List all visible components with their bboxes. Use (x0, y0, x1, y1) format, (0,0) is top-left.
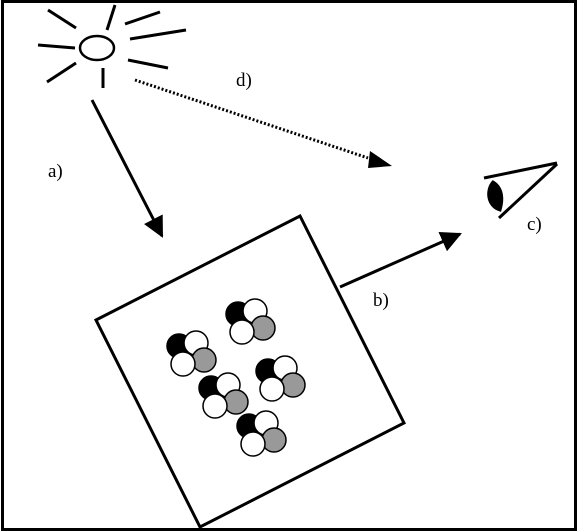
arrow-d (134, 78, 369, 160)
molecule-atom (250, 315, 276, 341)
molecule-atom (170, 351, 196, 377)
molecule-clusters (166, 298, 306, 457)
sun-icon (37, 4, 187, 88)
eye-icon (483, 161, 559, 220)
arrow-a (90, 99, 164, 238)
arrow-d-head (368, 151, 392, 168)
label-c: c) (527, 214, 542, 235)
label-d: d) (236, 70, 252, 91)
label-a: a) (48, 161, 63, 182)
molecule-atom (191, 347, 217, 373)
molecule-atom (259, 376, 285, 402)
molecule-atom (280, 372, 306, 398)
molecule-cluster (166, 330, 217, 377)
molecule-cluster (255, 355, 306, 402)
molecule-atom (223, 389, 249, 415)
molecule-atom (261, 427, 287, 453)
molecule-atom (229, 319, 255, 345)
molecule-cluster (198, 372, 249, 419)
molecule-atom (202, 393, 228, 419)
molecule-cluster (236, 410, 287, 457)
sample-sheet (93, 213, 407, 530)
arrow-b (339, 232, 462, 289)
molecule-atom (240, 431, 266, 457)
molecule-cluster (225, 298, 276, 345)
label-b: b) (373, 290, 389, 311)
